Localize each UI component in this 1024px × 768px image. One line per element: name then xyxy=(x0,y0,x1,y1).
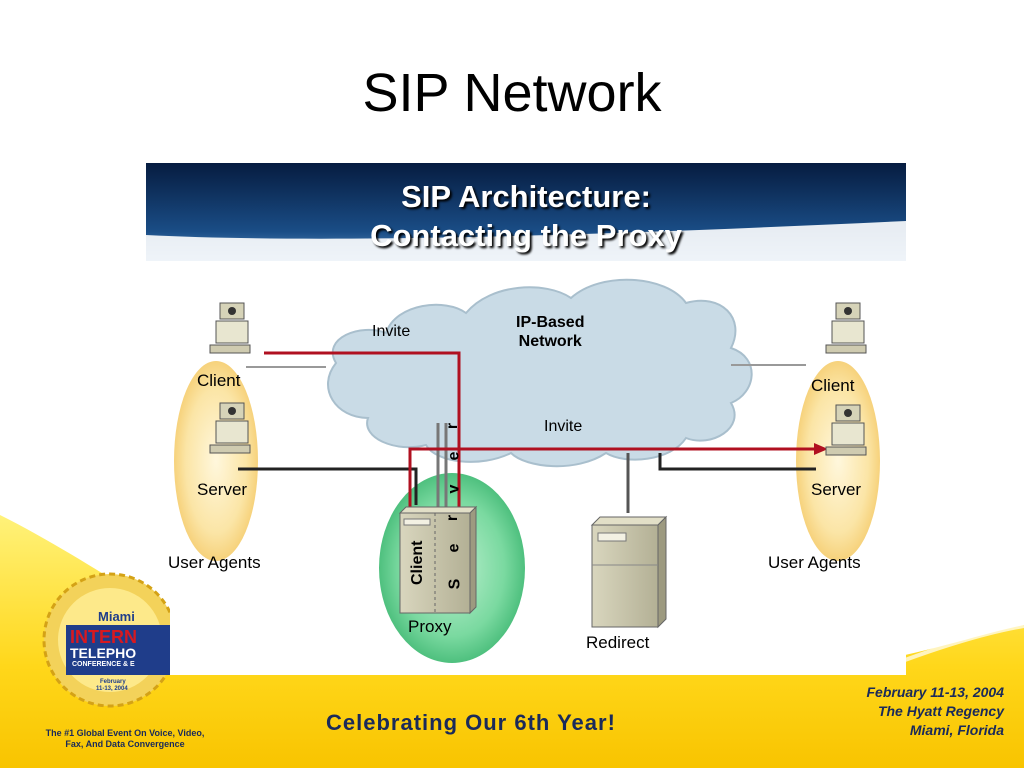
cloud-label-line1: IP-Based xyxy=(516,314,585,331)
proxy-server-letter-e: e xyxy=(445,543,463,553)
cloud-label-line2: Network xyxy=(518,333,582,350)
left-user-agent-ellipse xyxy=(174,361,258,561)
diagram-graphics xyxy=(146,163,906,663)
diagram-header-line1: SIP Architecture: xyxy=(401,179,651,214)
footer-event-info: February 11-13, 2004 The Hyatt Regency M… xyxy=(867,683,1005,740)
left-server-label: Server xyxy=(197,480,248,499)
left-client-computer-icon xyxy=(209,302,251,354)
diagram-header: SIP Architecture: Contacting the Proxy xyxy=(146,177,906,255)
right-user-agents-label: User Agents xyxy=(768,553,861,572)
invite-arrow-proxy-to-server xyxy=(408,443,828,509)
invite-label-bottom: Invite xyxy=(544,418,583,435)
logo-line6: 11-13, 2004 xyxy=(96,686,128,692)
right-server-computer-icon xyxy=(825,404,867,456)
right-client-label: Client xyxy=(811,376,855,395)
logo-sunburst xyxy=(42,572,170,708)
conference-logo: Miami INTERN TELEPHO CONFERENCE & E Febr… xyxy=(40,565,170,725)
footer-city: Miami, Florida xyxy=(909,722,1004,738)
footer-venue: The Hyatt Regency xyxy=(877,703,1004,719)
redirect-label: Redirect xyxy=(586,633,650,652)
footer-tagline-line2: Fax, And Data Convergence xyxy=(65,739,185,749)
proxy-label: Proxy xyxy=(408,617,452,636)
logo-line2: INTERN xyxy=(70,627,137,647)
logo-line4: CONFERENCE & E xyxy=(72,661,135,668)
left-client-label: Client xyxy=(197,371,241,390)
left-user-agents-label: User Agents xyxy=(168,553,261,572)
sip-architecture-diagram: SIP Architecture: Contacting the Proxy I… xyxy=(146,163,906,675)
left-server-computer-icon xyxy=(209,402,251,454)
footer-celebrating: Celebrating Our 6th Year! xyxy=(326,710,616,735)
logo-line1: Miami xyxy=(98,609,135,624)
footer-date: February 11-13, 2004 xyxy=(866,684,1005,700)
right-client-computer-icon xyxy=(825,302,867,354)
cloud-label: IP-Based Network xyxy=(516,313,584,351)
proxy-server-tower-icon xyxy=(398,505,478,615)
proxy-server-letter-v: v xyxy=(445,484,463,494)
diagram-header-line2: Contacting the Proxy xyxy=(370,218,682,253)
footer-tagline: The #1 Global Event On Voice, Video, Fax… xyxy=(30,728,220,750)
right-server-label: Server xyxy=(811,480,862,499)
proxy-client-vertical-label: Client xyxy=(409,540,426,585)
slide-title: SIP Network xyxy=(362,63,662,123)
proxy-server-letter-e2: e xyxy=(445,451,463,461)
proxy-server-letter-r2: r xyxy=(444,422,462,430)
footer-tagline-line1: The #1 Global Event On Voice, Video, xyxy=(45,728,205,738)
ip-network-cloud xyxy=(326,278,753,468)
proxy-server-letter-r: r xyxy=(444,514,462,522)
redirect-server-tower-icon xyxy=(590,515,668,629)
logo-line3: TELEPHO xyxy=(70,645,137,661)
logo-line5: February xyxy=(100,679,126,685)
proxy-server-letter-s: S xyxy=(446,578,464,590)
invite-label-top: Invite xyxy=(372,323,411,340)
